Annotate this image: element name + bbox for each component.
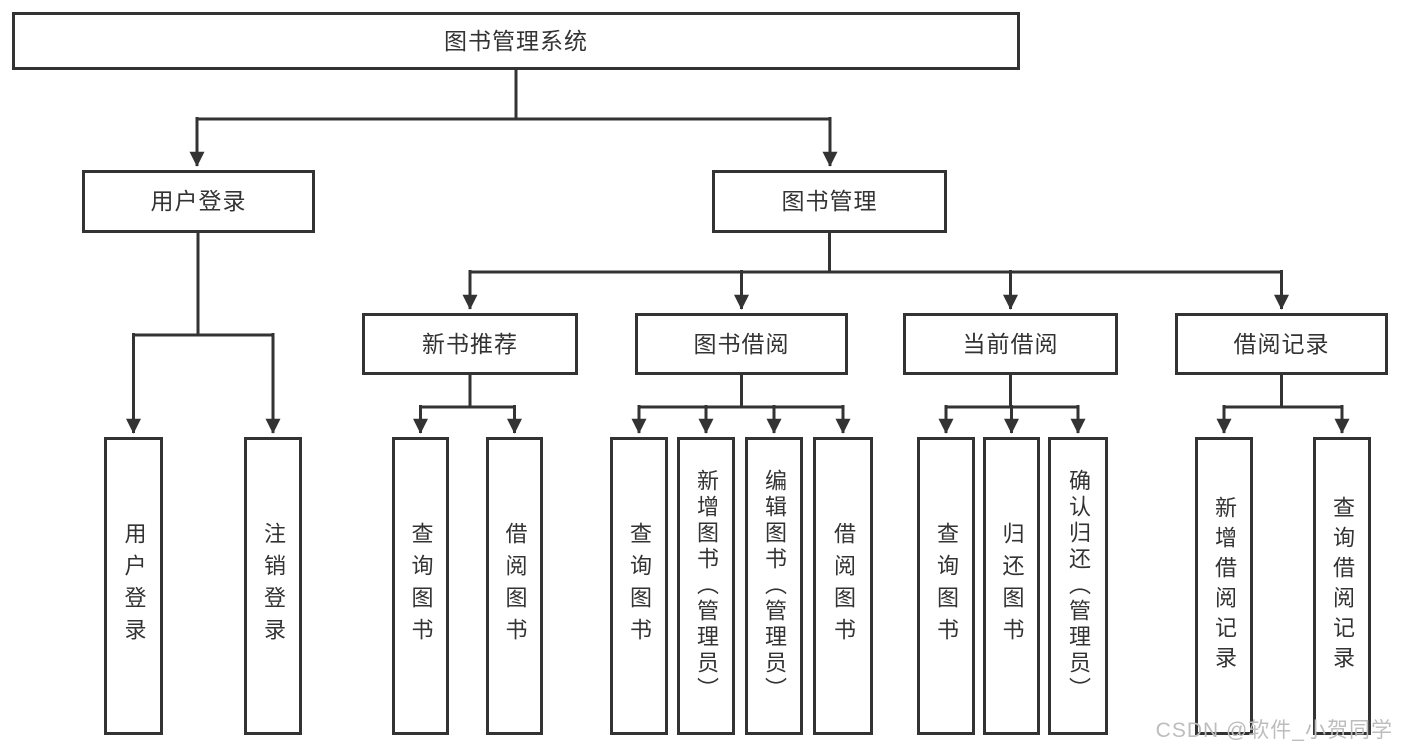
branch-borrow-records — [1224, 375, 1342, 409]
node-root-library-management-system: 图书管理系统 — [12, 12, 1020, 70]
leaf-query-book: 查询图书 — [917, 437, 975, 735]
leaf-user-login: 用户登录 — [104, 437, 163, 735]
leaf-edit-book-admin: 编辑图书（管理员） — [745, 437, 803, 735]
node-user-login: 用户登录 — [82, 170, 315, 233]
leaf-return-book: 归还图书 — [983, 437, 1040, 735]
leaf-query-book: 查询图书 — [610, 437, 668, 735]
branch-book-management — [470, 233, 1282, 274]
node-current-borrow: 当前借阅 — [903, 313, 1118, 375]
branch-root — [197, 70, 830, 121]
branch-book-borrow — [639, 375, 843, 409]
leaf-query-borrow-record: 查询借阅记录 — [1313, 437, 1371, 735]
branch-user-login — [133, 233, 273, 337]
leaf-add-borrow-record: 新增借阅记录 — [1195, 437, 1253, 735]
node-book-management: 图书管理 — [712, 170, 947, 233]
leaf-borrow-book: 借阅图书 — [813, 437, 873, 735]
node-borrow-records: 借阅记录 — [1175, 313, 1388, 375]
node-book-borrow: 图书借阅 — [635, 313, 848, 375]
leaf-add-book-admin: 新增图书（管理员） — [677, 437, 735, 735]
leaf-borrow-book: 借阅图书 — [486, 437, 543, 735]
leaf-query-book: 查询图书 — [392, 437, 449, 735]
node-new-book-recommend: 新书推荐 — [362, 313, 578, 375]
branch-current-borrow — [946, 375, 1078, 409]
branch-new-book-recommend — [420, 375, 515, 409]
leaf-logout: 注销登录 — [244, 437, 302, 735]
watermark: CSDN @软件_小贺同学 — [1155, 719, 1393, 742]
leaf-confirm-return-admin: 确认归还（管理员） — [1048, 437, 1108, 735]
